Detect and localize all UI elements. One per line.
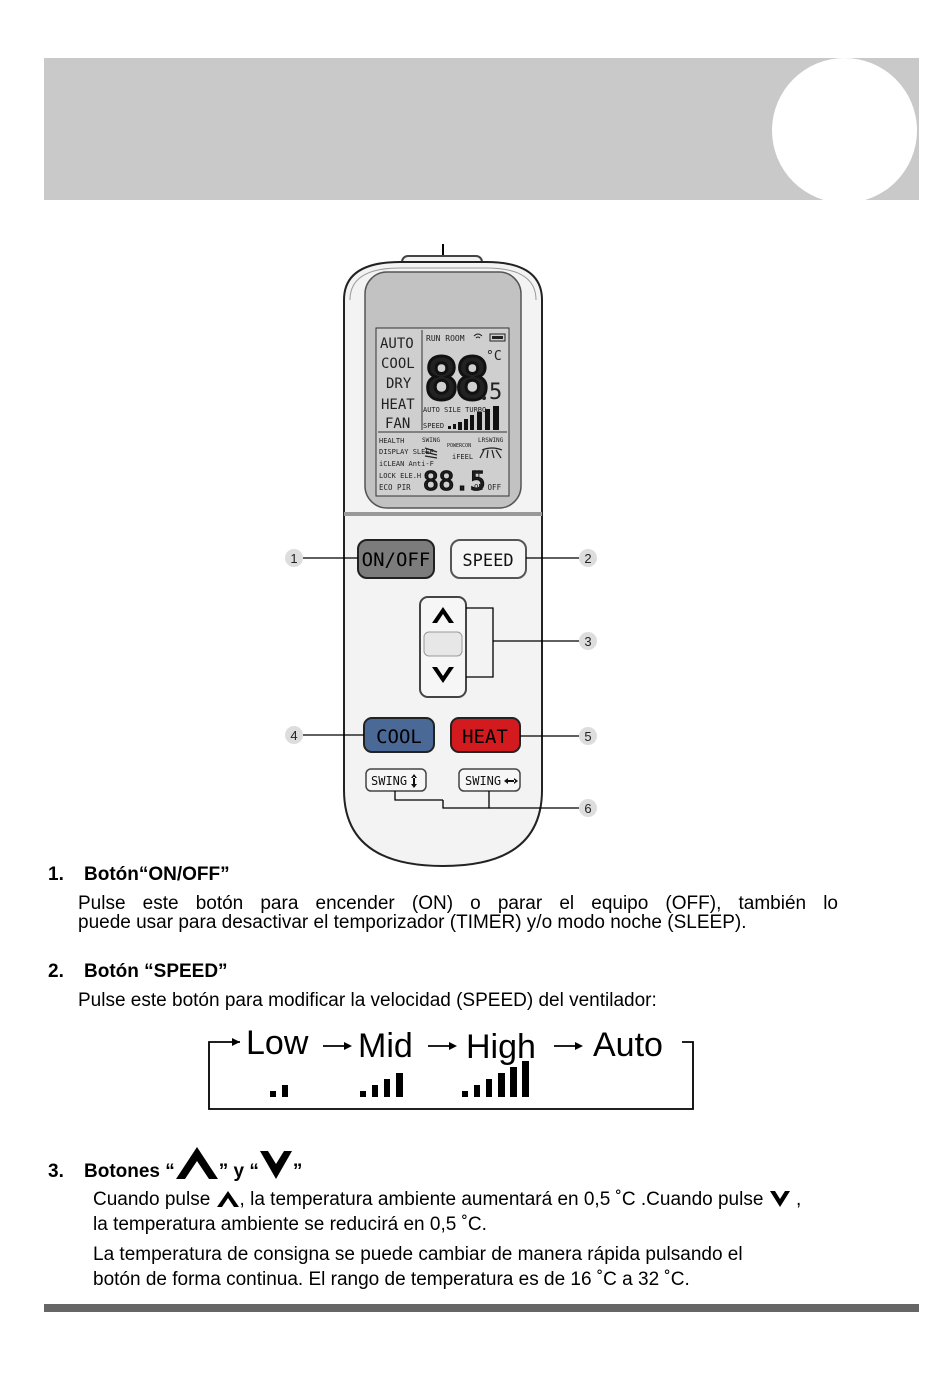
cool-button[interactable]: COOL [363,717,435,753]
chevron-up-icon [216,1191,239,1207]
section-1-line-2: puede usar para desactivar el temporizad… [78,912,747,933]
lcd-mode-auto: AUTO [380,336,414,352]
section-1-line-1: Pulse este botón para encender (ON) o pa… [78,893,838,914]
speed-bar [462,1091,468,1097]
callout-5: 5 [579,727,597,745]
lcd-mode-cool: COOL [381,356,415,372]
swing-horizontal-label: SWING [465,774,501,788]
section-2-line-1: Pulse este botón para modificar la veloc… [78,990,657,1011]
speed-bar [474,1085,480,1097]
lcd-timer-onoff: ON OFF [474,483,502,492]
temp-down-button[interactable] [424,660,462,690]
lcd-mode-dry: DRY [386,376,412,392]
swing-vertical-icon [424,447,438,459]
chevron-down-icon [769,1191,790,1207]
wifi-icon [473,333,483,339]
footer-rule [44,1304,919,1312]
speed-button-label: SPEED [462,551,513,571]
callout-6: 6 [579,799,597,817]
swing-vertical-label: SWING [371,774,407,788]
chevron-up-icon [432,607,454,623]
battery-icon [489,333,506,342]
onoff-button-label: ON/OFF [362,549,431,571]
svg-text:6: 6 [584,801,591,816]
cool-button-label: COOL [376,726,422,748]
swing-horizontal-icon [479,447,503,459]
lcd-timer-unit: H [474,469,480,480]
section-1-title: 1.Botón“ON/OFF” [48,864,230,885]
swing-vertical-button[interactable]: SWING [365,768,427,792]
speed-bar [396,1073,403,1097]
lcd-eco: ECO PIR [379,483,411,492]
lcd-speed-bars [448,406,499,430]
section-3-title: 3.Botones “” y “” [48,1146,302,1188]
onoff-button[interactable]: ON/OFF [357,539,435,579]
lcd-lock: LOCK ELE.H [379,472,421,480]
section-2-title: 2.Botón “SPEED” [48,961,228,982]
speed-step-high: High [466,1028,536,1066]
chevron-down-icon [432,667,454,683]
lcd-health: HEALTH [379,437,404,445]
swing-horizontal-button[interactable]: SWING [458,768,521,792]
lcd-iclean: iCLEAN Anti-F [379,460,434,468]
callout-4: 4 [285,726,303,744]
lcd-run-room: RUN ROOM [426,334,465,343]
callout-3: 3 [579,632,597,650]
svg-text:3: 3 [584,634,591,649]
speed-bars-low [270,1085,288,1097]
temp-up-button[interactable] [424,601,462,631]
speed-bar [522,1061,529,1097]
speed-step-low: Low [246,1024,309,1062]
chevron-up-icon [175,1147,218,1179]
lcd-mode-fan: FAN [385,416,410,432]
lcd-display-sleep: DISPLAY SLEEP [379,448,434,456]
lcd-temperature-decimal: 5 [489,380,502,405]
arrow-updown-icon [411,774,417,788]
lcd-temperature: 88 [424,345,487,413]
speed-bar [270,1091,276,1097]
section-3-line-1: Cuando pulse , la temperatura ambiente a… [93,1189,802,1210]
section-3-line-4: botón de forma continua. El rango de tem… [93,1269,690,1290]
speed-button[interactable]: SPEED [450,539,527,579]
svg-text:1: 1 [290,551,297,566]
lcd-mode-heat: HEAT [381,397,415,413]
section-3-line-2: la temperatura ambiente se reducirá en 0… [93,1214,487,1235]
lcd-swing: SWING [422,437,440,444]
arrow-leftright-icon [504,778,518,784]
speed-step-auto: Auto [593,1026,663,1064]
heat-button[interactable]: HEAT [450,717,521,753]
lcd-powercon: POWERCON [447,443,471,449]
speed-bar [384,1079,390,1097]
callout-1: 1 [285,549,303,567]
rocker-center [423,631,463,657]
lcd-unit: °C [486,349,502,364]
lcd-speed-modes: AUTO SILE TURBO [423,406,486,414]
speed-bars-high [462,1061,529,1097]
speed-bar [372,1085,378,1097]
speed-bar [486,1079,492,1097]
svg-text:4: 4 [290,728,297,743]
remote-diagram: AUTO COOL DRY HEAT FAN RUN ROOM 88 5 °C … [285,244,597,868]
speed-bar [510,1067,517,1097]
speed-bars-mid [360,1073,403,1097]
svg-text:5: 5 [584,729,591,744]
svg-text:2: 2 [584,551,591,566]
speed-step-mid: Mid [358,1027,413,1065]
heat-button-label: HEAT [462,726,508,748]
speed-bar [282,1085,288,1097]
lcd-ifeel: iFEEL [452,453,473,461]
speed-bar [360,1091,366,1097]
speed-bar [498,1073,505,1097]
lcd-speed-label: SPEED [423,422,444,430]
callout-2: 2 [579,549,597,567]
chevron-down-icon [259,1151,292,1179]
section-3-line-3: La temperatura de consigna se puede camb… [93,1244,743,1265]
lcd-lrswing: LRSWING [478,437,504,444]
header-circle [772,58,917,203]
lcd-timer: 88.5 [423,467,486,497]
